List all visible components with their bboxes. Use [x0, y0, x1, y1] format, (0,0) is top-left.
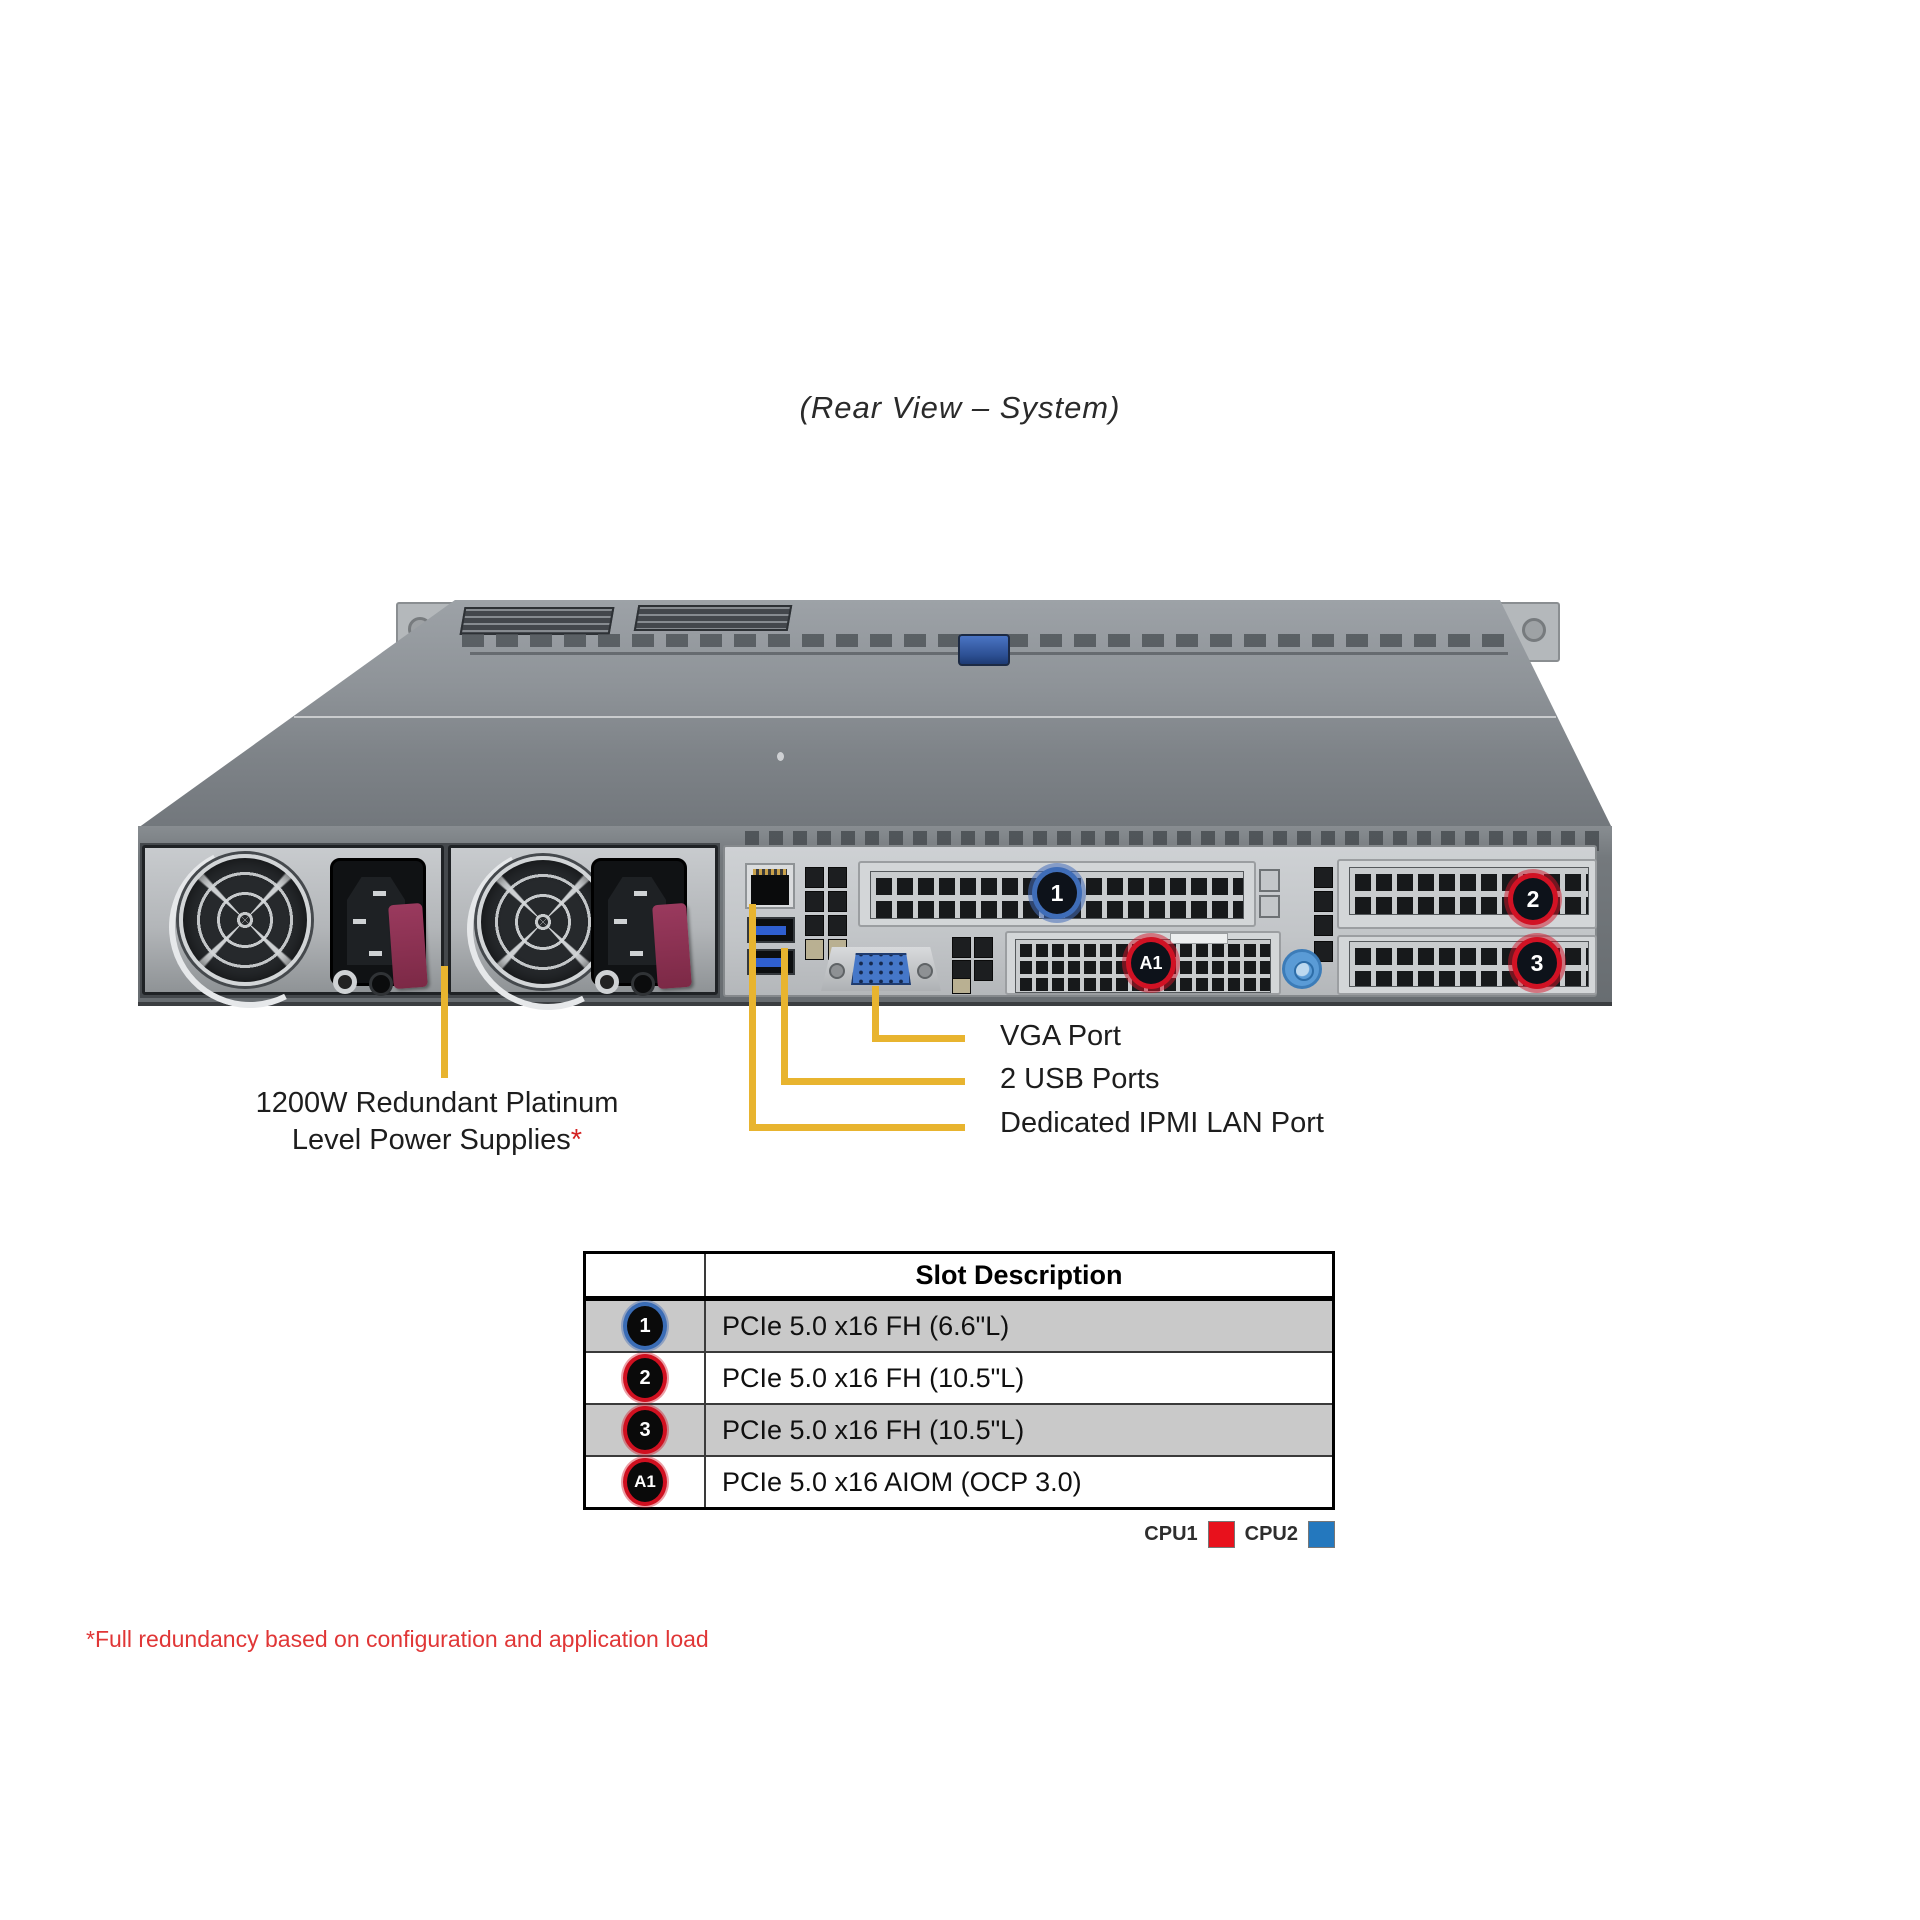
slot-a1-badge: A1 — [623, 1458, 667, 1506]
table-corner-cell — [586, 1254, 706, 1296]
cpu-legend: CPU1 CPU2 — [583, 1521, 1335, 1548]
callout-line-vga-v — [872, 986, 879, 1042]
aiom-slot-marker: A1 — [1126, 937, 1176, 989]
vent-square — [828, 891, 847, 912]
table-row-slot-3: 3 PCIe 5.0 x16 FH (10.5"L) — [586, 1403, 1332, 1455]
psu-label-asterisk: * — [570, 1124, 583, 1156]
cpu2-label: CPU2 — [1244, 1523, 1298, 1545]
psu-fan-icon — [179, 854, 311, 986]
aiom-pull-tab — [1170, 933, 1228, 944]
callout-line-ipmi-v — [749, 904, 756, 1131]
slot-2-description: PCIe 5.0 x16 FH (10.5"L) — [722, 1362, 1025, 1393]
psu-retention-clip — [652, 902, 692, 990]
vga-screw-icon — [917, 963, 933, 979]
badge-cell: 3 — [586, 1405, 706, 1455]
slot-a1-description: PCIe 5.0 x16 AIOM (OCP 3.0) — [722, 1466, 1082, 1497]
psu-button — [631, 972, 655, 996]
table-row-slot-2: 2 PCIe 5.0 x16 FH (10.5"L) — [586, 1351, 1332, 1403]
slot-1-marker: 1 — [1032, 867, 1082, 919]
vent-square — [805, 939, 824, 960]
socket-pin — [634, 891, 647, 896]
cover-seam — [294, 716, 1556, 718]
psu-fan-icon — [477, 856, 609, 988]
psu-button — [369, 972, 393, 996]
psu-label-line2: Level Power Supplies* — [187, 1122, 687, 1159]
slot-1-badge: 1 — [623, 1302, 667, 1350]
badge-cell: A1 — [586, 1457, 706, 1507]
slot-3-description: PCIe 5.0 x16 FH (10.5"L) — [722, 1414, 1025, 1445]
vga-connector — [851, 953, 911, 985]
cover-latch — [958, 634, 1010, 666]
vent-square — [974, 937, 993, 958]
cover-speck — [777, 752, 784, 761]
vent-square — [828, 867, 847, 888]
label-sticker — [459, 607, 615, 635]
callout-line-vga-h — [872, 1035, 965, 1042]
vent-square — [952, 978, 971, 994]
usb-ports-label: 2 USB Ports — [1000, 1063, 1160, 1095]
ipmi-lan-port — [745, 863, 795, 909]
psu-label-line2-text: Level Power Supplies — [291, 1124, 571, 1156]
slot-description-table: Slot Description 1 PCIe 5.0 x16 FH (6.6"… — [583, 1251, 1335, 1510]
callout-line-usb-v — [781, 948, 788, 1085]
table-row-slot-1: 1 PCIe 5.0 x16 FH (6.6"L) — [586, 1301, 1332, 1351]
vent-square — [805, 891, 824, 912]
screw-icon — [333, 970, 357, 994]
callout-line-ipmi-h — [749, 1124, 965, 1131]
ipmi-lan-label: Dedicated IPMI LAN Port — [1000, 1107, 1324, 1139]
label-sticker — [633, 605, 793, 631]
vent-square — [805, 867, 824, 888]
vent-square — [828, 915, 847, 936]
lan-socket — [751, 875, 789, 905]
vent-square — [1314, 867, 1333, 888]
badge-cell: 1 — [586, 1301, 706, 1351]
badge-cell: 2 — [586, 1353, 706, 1403]
socket-pin — [353, 919, 366, 924]
psu-retention-clip — [388, 902, 428, 990]
socket-pin — [373, 891, 386, 896]
thumbscrew — [1282, 949, 1322, 989]
psu-label-line1: 1200W Redundant Platinum — [255, 1087, 619, 1119]
cpu2-color-swatch — [1308, 1521, 1335, 1548]
thumbscrew-center — [1294, 961, 1314, 981]
slot-1-description: PCIe 5.0 x16 FH (6.6"L) — [722, 1310, 1010, 1341]
psu-callout-label: 1200W Redundant Platinum Level Power Sup… — [187, 1085, 687, 1159]
slot-3-marker: 3 — [1512, 937, 1562, 989]
vent-square — [805, 915, 824, 936]
callout-line-psu — [441, 966, 448, 1078]
table-header-slot-description: Slot Description — [915, 1259, 1123, 1290]
socket-pin — [369, 951, 382, 956]
table-row-slot-a1: A1 PCIe 5.0 x16 AIOM (OCP 3.0) — [586, 1455, 1332, 1507]
usb-tongue — [754, 926, 786, 935]
cpu1-color-swatch — [1207, 1521, 1235, 1548]
slot-2-marker: 2 — [1508, 873, 1558, 925]
vent-square — [1314, 915, 1333, 936]
callout-line-usb-h — [781, 1078, 965, 1085]
bracket-latch — [1259, 869, 1280, 892]
power-supply-1 — [142, 824, 444, 1030]
vent-square — [1314, 941, 1333, 962]
vent-square — [1314, 891, 1333, 912]
usb-tongue — [754, 958, 786, 967]
rear-io-panel — [723, 845, 1597, 997]
pcie-slot-2-grille — [1349, 867, 1589, 915]
slot-3-badge: 3 — [623, 1406, 667, 1454]
vent-square — [974, 960, 993, 981]
socket-pin — [614, 919, 627, 924]
power-supply-2 — [445, 826, 718, 1032]
bracket-latch — [1259, 895, 1280, 918]
lan-pins — [753, 869, 787, 875]
page-title: (Rear View – System) — [799, 390, 1121, 425]
vga-port-label: VGA Port — [1000, 1020, 1121, 1052]
footnote: *Full redundancy based on configuration … — [86, 1626, 709, 1652]
vent-square — [952, 937, 971, 958]
cpu1-label: CPU1 — [1144, 1523, 1198, 1545]
screw-icon — [595, 970, 619, 994]
vga-screw-icon — [829, 963, 845, 979]
vga-port — [821, 947, 941, 991]
screw-icon — [1522, 618, 1546, 642]
table-header-row: Slot Description — [586, 1254, 1332, 1301]
slot-2-badge: 2 — [623, 1354, 667, 1402]
socket-pin — [630, 951, 643, 956]
